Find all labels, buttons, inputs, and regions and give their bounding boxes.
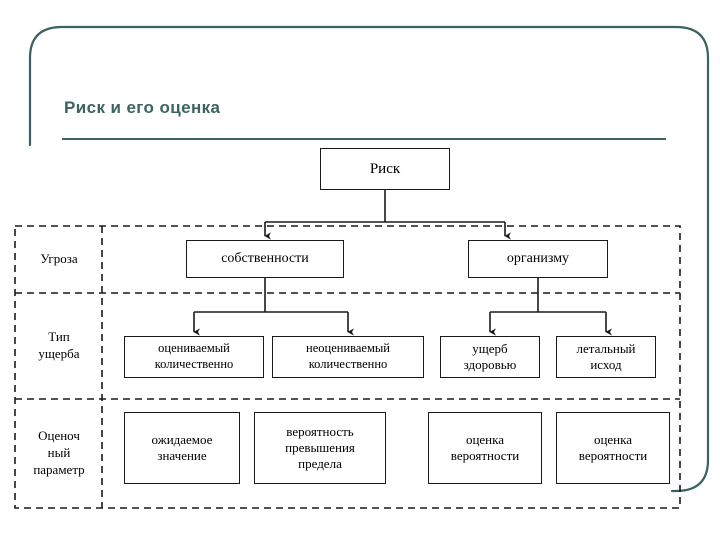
swimlane-label-damage-type-text: Тип ущерба xyxy=(38,329,79,363)
expected-line-2: значение xyxy=(157,448,207,463)
node-risk[interactable]: Риск xyxy=(320,148,450,190)
param-line-2: ный xyxy=(47,445,71,461)
node-probability-estimate-lethal[interactable]: оценка вероятности xyxy=(556,412,670,484)
page-title: Риск и его оценка xyxy=(64,98,221,117)
node-organism-label: организму xyxy=(506,251,570,267)
node-property[interactable]: собственности xyxy=(186,240,344,278)
node-expected-value-label: ожидаемое значение xyxy=(149,432,216,465)
lethal-line-2: исход xyxy=(590,357,622,372)
exceed-line-1: вероятность xyxy=(286,423,354,439)
exceed-line-3: предела xyxy=(298,456,342,472)
swimlane-label-estimation-parameter-text: Оценоч ный параметр xyxy=(33,428,84,479)
prob2-line-1: оценка xyxy=(593,431,633,447)
prob1-line-1: оценка xyxy=(465,431,505,447)
damage-line-2: ущерба xyxy=(38,346,80,361)
param-line-1: Оценоч xyxy=(38,428,80,444)
node-property-label: собственности xyxy=(221,251,309,267)
node-expected-value[interactable]: ожидаемое значение xyxy=(124,412,240,484)
swimlane-grid xyxy=(14,225,681,509)
health-line-1: ущерб xyxy=(472,340,508,356)
node-organism[interactable]: организму xyxy=(468,240,608,278)
node-lethal-outcome-label: летальный исход xyxy=(573,341,638,374)
prob2-line-2: вероятности xyxy=(578,448,648,463)
node-risk-label: Риск xyxy=(369,160,401,177)
quant-line-1: оцениваемый xyxy=(158,341,230,356)
nonquant-line-1: неоцениваемый xyxy=(306,341,390,356)
node-nonquantifiable-damage[interactable]: неоцениваемый количественно xyxy=(272,336,424,378)
node-probability-estimate-lethal-label: оценка вероятности xyxy=(576,432,650,465)
title-underline xyxy=(62,138,666,140)
health-line-2: здоровью xyxy=(463,357,517,372)
node-health-damage-label: ущерб здоровью xyxy=(461,341,520,374)
node-nonquantifiable-damage-label: неоцениваемый количественно xyxy=(303,341,393,372)
exceed-line-2: превышения xyxy=(285,439,355,455)
damage-line-1: Тип xyxy=(48,329,70,345)
node-quantifiable-damage-label: оцениваемый количественно xyxy=(152,341,237,372)
swimlane-label-threat: Угроза xyxy=(16,226,102,293)
prob1-line-2: вероятности xyxy=(450,448,520,463)
node-health-damage[interactable]: ущерб здоровью xyxy=(440,336,540,378)
node-lethal-outcome[interactable]: летальный исход xyxy=(556,336,656,378)
node-exceedance-probability[interactable]: вероятность превышения предела xyxy=(254,412,386,484)
diagram-edges xyxy=(193,190,612,336)
node-probability-estimate-health-label: оценка вероятности xyxy=(448,432,522,465)
node-exceedance-probability-label: вероятность превышения предела xyxy=(282,424,358,473)
swimlane-label-damage-type: Тип ущерба xyxy=(16,293,102,399)
nonquant-line-2: количественно xyxy=(308,357,388,371)
quant-line-2: количественно xyxy=(154,357,234,371)
swimlane-label-estimation-parameter: Оценоч ный параметр xyxy=(16,399,102,508)
node-probability-estimate-health[interactable]: оценка вероятности xyxy=(428,412,542,484)
param-line-3: параметр xyxy=(33,461,85,477)
lethal-line-1: летальный xyxy=(576,340,636,356)
node-quantifiable-damage[interactable]: оцениваемый количественно xyxy=(124,336,264,378)
swimlane-outer-border xyxy=(14,225,681,509)
swimlane-label-threat-text: Угроза xyxy=(40,251,78,267)
expected-line-1: ожидаемое xyxy=(151,431,213,447)
